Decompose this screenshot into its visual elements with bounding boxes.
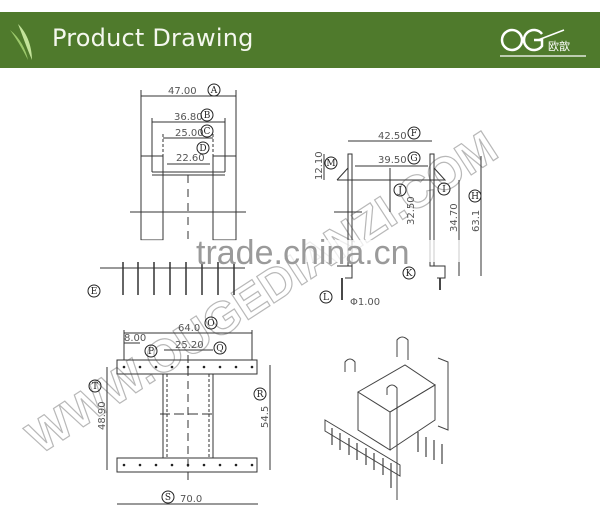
dim-m-value: 12.10 <box>314 151 325 180</box>
dim-s-value: 70.0 <box>180 494 202 505</box>
label-p: P <box>148 347 154 357</box>
svg-text:J: J <box>397 186 402 196</box>
dim-b-value: 36.80 <box>174 112 203 123</box>
dim-q-value: 25.20 <box>175 340 204 351</box>
dim-g-value: 39.50 <box>378 155 407 166</box>
label-e: E <box>91 287 98 297</box>
label-l: L <box>323 293 329 303</box>
side-view: 42.50 F 39.50 G 12.10 M 32.50 J 34.70 I … <box>314 126 482 308</box>
dim-h-value: 63.1 <box>471 210 482 232</box>
svg-text:H: H <box>471 192 479 202</box>
dim-r-value: 54.5 <box>260 406 271 428</box>
svg-text:A: A <box>210 86 218 96</box>
svg-text:I: I <box>442 185 446 195</box>
dim-j-value: 32.50 <box>406 196 417 225</box>
svg-text:S: S <box>165 493 171 503</box>
svg-text:T: T <box>92 382 98 392</box>
dim-t-value: 48.90 <box>97 401 108 430</box>
svg-text:F: F <box>411 129 417 139</box>
dim-d-value: 22.60 <box>176 153 205 164</box>
dim-f-value: 42.50 <box>378 131 407 142</box>
leaf-icon <box>10 24 32 60</box>
svg-text:D: D <box>199 144 206 154</box>
bottom-view: 64.0 O 8.00 P 25.20 Q 48.90 T 54.5 R <box>88 316 271 505</box>
dim-o-value: 64.0 <box>178 323 200 334</box>
svg-text:B: B <box>204 111 211 121</box>
page-title: Product Drawing <box>52 24 254 52</box>
svg-text:R: R <box>257 390 264 400</box>
svg-text:G: G <box>410 154 417 164</box>
label-k: K <box>406 269 413 279</box>
og-logo-icon <box>500 28 586 57</box>
isometric-view <box>324 336 449 500</box>
header-banner: Product Drawing 欧歆 <box>0 12 600 68</box>
logo-chinese-text: 欧歆 <box>548 40 570 53</box>
svg-text:M: M <box>326 159 335 169</box>
dim-a-value: 47.00 <box>168 86 197 97</box>
front-view: 47.00 A 36.80 B 25.00 C 22.60 D E <box>87 83 246 298</box>
svg-text:C: C <box>204 127 211 137</box>
dim-8-value: 8.00 <box>124 333 146 344</box>
trade-watermark: trade.china.cn <box>196 234 410 272</box>
svg-text:O: O <box>207 319 214 329</box>
svg-text:Q: Q <box>216 344 223 354</box>
dim-i-value: 34.70 <box>449 203 460 232</box>
dim-c-value: 25.00 <box>175 128 204 139</box>
technical-drawing: WWW.OUGEDIANZI.COM 47.00 A 36.80 B 25.00… <box>17 83 507 505</box>
dim-l-value: Φ1.00 <box>350 297 380 308</box>
